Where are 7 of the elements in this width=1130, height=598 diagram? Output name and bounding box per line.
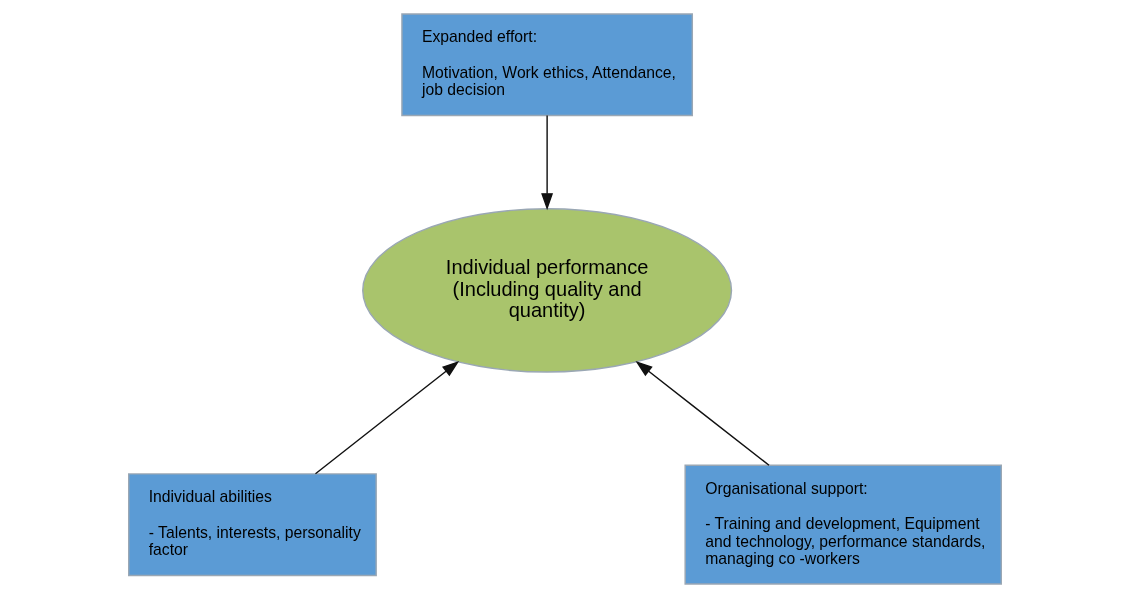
- arrow: [635, 360, 770, 466]
- arrow: [314, 360, 460, 475]
- arrow: [541, 114, 554, 211]
- node-box: Individual abilities - Talents, interests, personality factor: [128, 473, 377, 577]
- node-box: Expanded effort: Motivation, Work ethics, Attendance, job decision: [401, 13, 694, 117]
- node-box: Organisational support: - Training and development, Equipment and technology, performance standards, managing co -workers: [684, 464, 1002, 585]
- node-ellipse: Individual performance (Including quality and quantity): [362, 208, 733, 373]
